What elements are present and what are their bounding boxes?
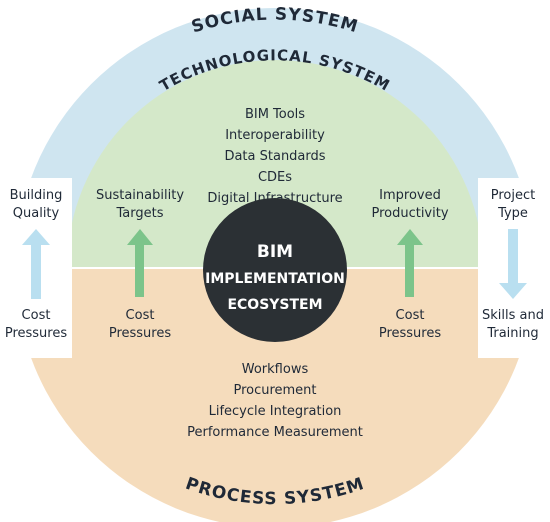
process-item: Procurement [233, 383, 316, 398]
cost-pressures-label-outer-left-line1: Cost [22, 308, 51, 323]
process-items-list: Workflows Procurement Lifecycle Integrat… [187, 362, 363, 440]
cost-pressures-label-inner-right-line2: Pressures [379, 326, 442, 341]
tech-item: Data Standards [224, 149, 325, 164]
cost-pressures-label-inner-left-line1: Cost [126, 308, 155, 323]
tech-item: BIM Tools [245, 107, 305, 122]
cost-pressures-label-outer-left-line2: Pressures [5, 326, 68, 341]
sustainability-targets-label-line2: Targets [116, 206, 164, 221]
tech-item: Interoperability [225, 128, 325, 143]
project-type-label-line2: Type [497, 206, 528, 221]
cost-pressures-label-inner-right-line1: Cost [396, 308, 425, 323]
skills-and-training-label-line1: Skills and [482, 308, 544, 323]
improved-productivity-label-line1: Improved [379, 188, 441, 203]
bim-core-circle: BIM IMPLEMENTATION ECOSYSTEM [203, 198, 347, 342]
core-title-line2: IMPLEMENTATION [205, 271, 345, 287]
down-arrow-icon-outer-right [499, 229, 527, 299]
building-quality-label-line2: Quality [13, 206, 60, 221]
process-item: Lifecycle Integration [209, 404, 342, 419]
process-item: Performance Measurement [187, 425, 363, 440]
up-arrow-icon-inner-right [397, 229, 423, 297]
skills-and-training-label-line2: Training [486, 326, 538, 341]
up-arrow-icon-inner-left [127, 229, 153, 297]
improved-productivity-label-line2: Productivity [371, 206, 448, 221]
tech-item: CDEs [258, 170, 292, 185]
process-item: Workflows [242, 362, 309, 377]
core-title-line1: BIM [257, 242, 293, 262]
core-title-line3: ECOSYSTEM [227, 297, 322, 313]
project-type-label-line1: Project [491, 188, 535, 203]
cost-pressures-label-inner-left-line2: Pressures [109, 326, 172, 341]
process-system-inner-area [67, 268, 483, 476]
building-quality-label-line1: Building [10, 188, 63, 203]
up-arrow-icon-outer-left [22, 229, 50, 299]
sustainability-targets-label-line1: Sustainability [96, 188, 184, 203]
technological-system-area [67, 60, 483, 268]
